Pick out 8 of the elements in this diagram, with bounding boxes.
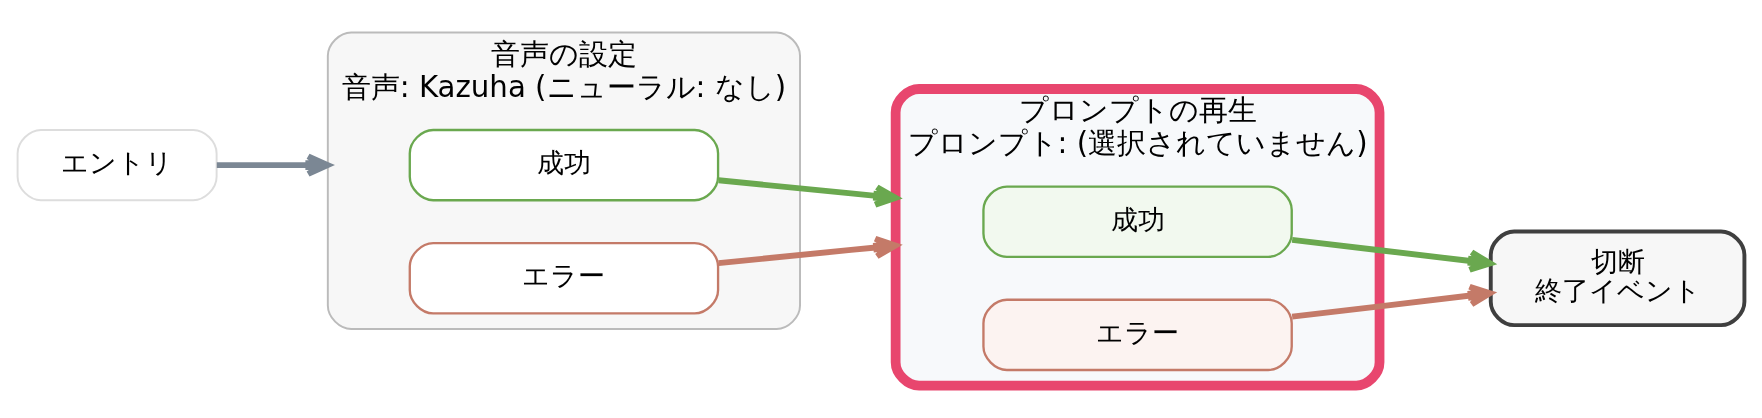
node-box: 切断 終了イベント — [1488, 229, 1747, 328]
node-box: 成功 — [408, 128, 720, 202]
node-box: エラー — [408, 242, 720, 315]
arrow — [1291, 283, 1494, 320]
arrow — [1291, 236, 1494, 273]
node-box: エントリ — [16, 129, 218, 202]
node-box: エラー — [982, 298, 1293, 372]
node-box: 成功 — [982, 185, 1293, 258]
